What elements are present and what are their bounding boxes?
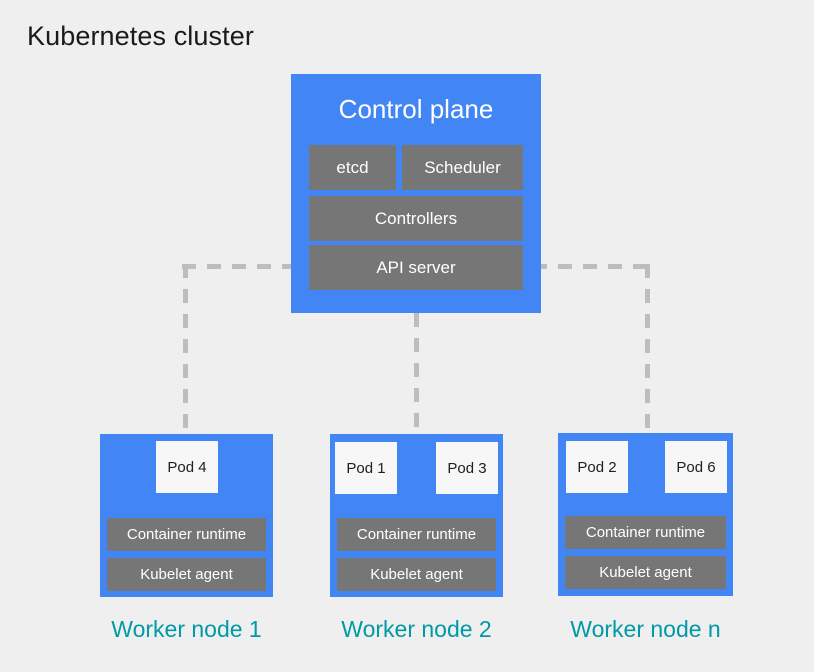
control-plane-component-etcd[interactable]: etcd xyxy=(309,145,396,190)
worker-node-2-container-runtime[interactable]: Container runtime xyxy=(337,518,496,551)
control-plane-box[interactable]: Control plane etcd Scheduler Controllers… xyxy=(291,74,541,313)
worker-node-n-container-runtime[interactable]: Container runtime xyxy=(565,516,726,549)
worker-node-1-box[interactable]: Pod 4 Container runtime Kubelet agent xyxy=(100,434,273,597)
control-plane-component-scheduler[interactable]: Scheduler xyxy=(402,145,523,190)
worker-node-n-label: Worker node n xyxy=(570,616,721,642)
worker-node-1-label: Worker node 1 xyxy=(111,616,262,642)
pod-box[interactable]: Pod 6 xyxy=(665,441,727,493)
page-title: Kubernetes cluster xyxy=(27,21,254,51)
pod-box[interactable]: Pod 1 xyxy=(335,442,397,494)
worker-node-2-label: Worker node 2 xyxy=(341,616,492,642)
worker-node-2-box[interactable]: Pod 1 Pod 3 Container runtime Kubelet ag… xyxy=(330,434,503,597)
worker-node-1-kubelet-agent[interactable]: Kubelet agent xyxy=(107,558,266,591)
connector-api-to-node-n-horizontal xyxy=(533,264,650,269)
connector-api-to-node-n-vertical xyxy=(645,264,650,436)
connector-api-to-node-1-horizontal xyxy=(182,264,298,269)
connector-api-to-node-1-vertical xyxy=(183,264,188,436)
control-plane-component-controllers[interactable]: Controllers xyxy=(309,196,523,241)
worker-node-1-container-runtime[interactable]: Container runtime xyxy=(107,518,266,551)
pod-box[interactable]: Pod 3 xyxy=(436,442,498,494)
pod-box[interactable]: Pod 4 xyxy=(156,441,218,493)
connector-api-to-node-2-vertical xyxy=(414,313,419,436)
pod-box[interactable]: Pod 2 xyxy=(566,441,628,493)
control-plane-component-api-server[interactable]: API server xyxy=(309,245,523,290)
control-plane-title: Control plane xyxy=(338,94,494,124)
worker-node-n-kubelet-agent[interactable]: Kubelet agent xyxy=(565,556,726,589)
worker-node-2-kubelet-agent[interactable]: Kubelet agent xyxy=(337,558,496,591)
worker-node-n-box[interactable]: Pod 2 Pod 6 Container runtime Kubelet ag… xyxy=(558,433,733,596)
